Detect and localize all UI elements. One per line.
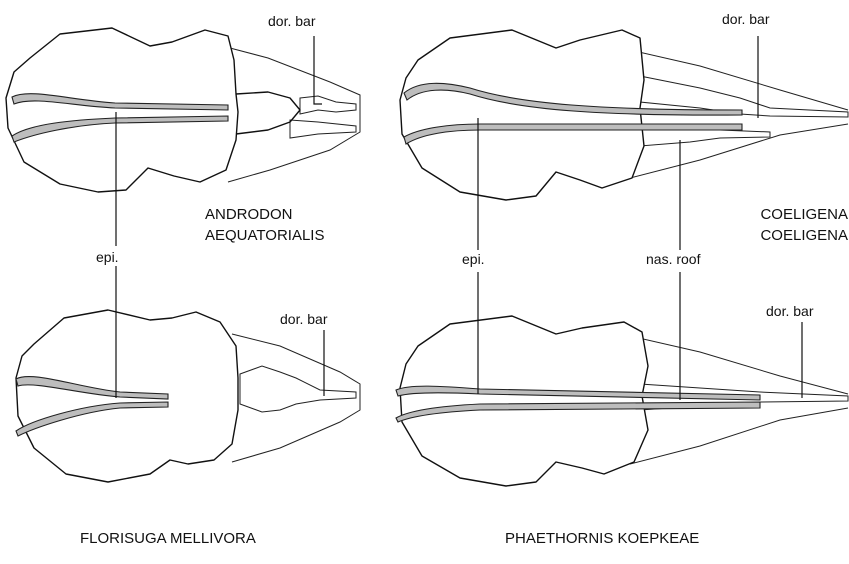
species-name-phaethornis: PHAETHORNIS KOEPKEAE: [505, 530, 699, 547]
skull-florisuga: [16, 310, 360, 482]
species-name-florisuga: FLORISUGA MELLIVORA: [80, 530, 256, 547]
label-epi-left: epi.: [96, 249, 119, 265]
label-dor-bar-bottom-right: dor. bar: [766, 303, 814, 319]
species-name-androdon-line1: ANDRODON: [205, 206, 293, 223]
label-dor-bar-top-right: dor. bar: [722, 11, 770, 27]
skull-androdon: [6, 28, 360, 192]
leader-dorbar-tl: [314, 36, 322, 104]
nasal-bone: [290, 120, 356, 138]
label-nas-roof: nas. roof: [646, 251, 701, 267]
species-name-coeligena-line2: COELIGENA: [760, 227, 848, 244]
species-name-coeligena-line1: COELIGENA: [760, 206, 848, 223]
skull-phaethornis: [396, 316, 848, 486]
label-dor-bar-bottom-left: dor. bar: [280, 311, 328, 327]
dorsal-bar-bone: [240, 366, 356, 412]
skull-coeligena: [400, 30, 848, 200]
bill-outline: [228, 48, 360, 182]
cranium-outline: [400, 30, 644, 200]
cranium-outline: [400, 316, 648, 486]
label-dor-bar-top-left: dor. bar: [268, 13, 316, 29]
species-name-androdon-line2: AEQUATORIALIS: [205, 227, 324, 244]
dorsal-bar-bone: [300, 96, 356, 114]
label-epi-right: epi.: [462, 251, 485, 267]
